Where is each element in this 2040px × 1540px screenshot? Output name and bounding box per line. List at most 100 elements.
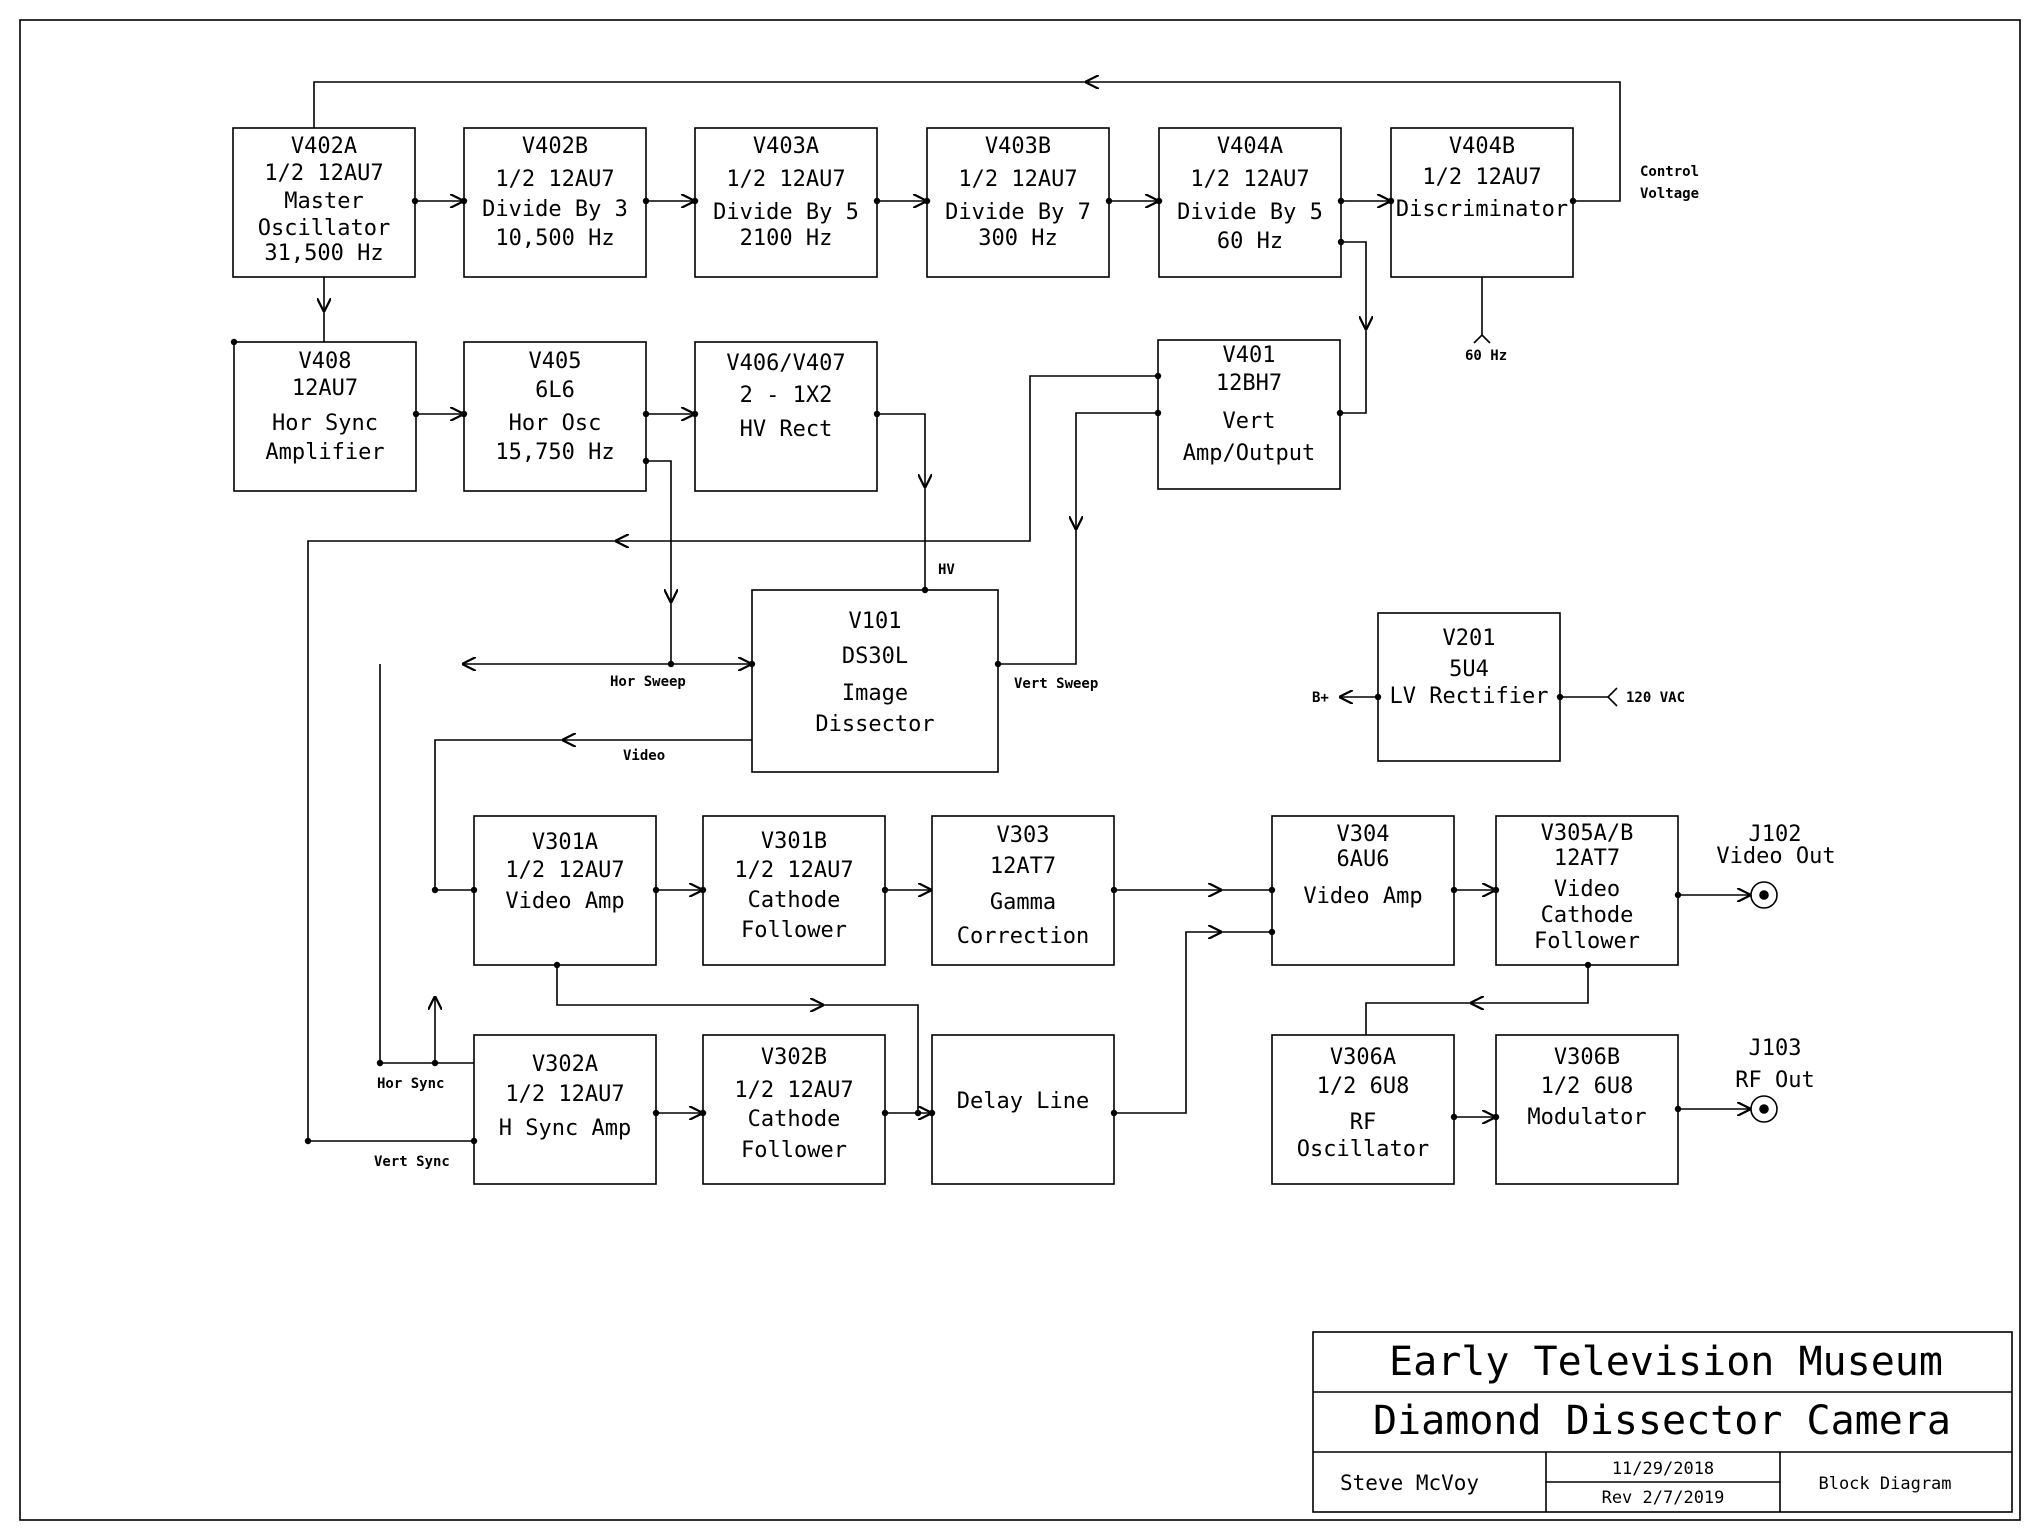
junction-dot-38	[376, 1059, 384, 1067]
block-v403a-line-2: Divide By 5	[713, 200, 859, 225]
block-v306a-line-1: 1/2 6U8	[1317, 1074, 1410, 1099]
block-v306a-line-2: RF	[1350, 1110, 1377, 1135]
block-v302a-line-2: H Sync Amp	[499, 1116, 631, 1141]
hz60-label: 60 Hz	[1465, 348, 1507, 364]
block-v302b-line-1: 1/2 12AU7	[734, 1078, 853, 1103]
block-v404a-line-3: 60 Hz	[1217, 229, 1283, 254]
block-v408-line-1: 12AU7	[292, 376, 358, 401]
wire-36	[824, 1004, 919, 1113]
block-delay: Delay Line	[931, 1034, 1115, 1185]
block-v402a-line-0: V402A	[291, 134, 357, 159]
block-v305-line-2: Video	[1554, 877, 1620, 902]
j102-label: J102	[1749, 822, 1802, 847]
block-v305-line-0: V305A/B	[1541, 821, 1634, 846]
j103-rf-out-label: RF Out	[1735, 1068, 1814, 1093]
wire-22	[615, 375, 1158, 541]
block-v402a-box	[232, 127, 416, 278]
block-v405-line-2: Hor Osc	[509, 411, 602, 436]
block-v301a-line-2: Video Amp	[505, 889, 624, 914]
block-v304-line-1: 6AU6	[1337, 847, 1390, 872]
video-label: Video	[623, 748, 665, 764]
block-v201-line-2: LV Rectifier	[1390, 684, 1549, 709]
wire-15	[877, 413, 925, 488]
title-block	[1312, 1331, 2013, 1513]
block-v403b-line-0: V403B	[985, 134, 1051, 159]
block-v401-line-0: V401	[1223, 343, 1276, 368]
block-v305-line-3: Cathode	[1541, 903, 1634, 928]
block-v101-line-2: Image	[842, 681, 908, 706]
b-plus-label: B+	[1312, 690, 1329, 706]
block-v305-line-1: 12AT7	[1554, 846, 1620, 871]
block-v403b-line-2: Divide By 7	[945, 200, 1091, 225]
block-v406-box	[694, 341, 878, 492]
block-v304-box	[1271, 815, 1455, 966]
junction-dot-44	[914, 1109, 922, 1117]
block-v402b-line-0: V402B	[522, 134, 588, 159]
block-v404b-line-1: 1/2 12AU7	[1422, 165, 1541, 190]
block-v302b-line-2: Cathode	[748, 1107, 841, 1132]
block-v402b-line-1: 1/2 12AU7	[495, 167, 614, 192]
title-date: 11/29/2018	[1612, 1459, 1714, 1479]
block-v305-line-4: Follower	[1534, 929, 1640, 954]
block-v406-line-0: V406/V407	[726, 351, 845, 376]
block-v101-line-0: V101	[849, 609, 902, 634]
wire-47	[1606, 687, 1618, 707]
block-v403b-line-1: 1/2 12AU7	[958, 167, 1077, 192]
wire-8	[1473, 333, 1491, 344]
control-voltage-label-2: Voltage	[1640, 186, 1699, 202]
title-sheet: Block Diagram	[1818, 1474, 1951, 1494]
block-v403a-line-3: 2100 Hz	[740, 226, 833, 251]
block-v408-line-3: Amplifier	[265, 440, 384, 465]
block-v303-line-1: 12AT7	[990, 854, 1056, 879]
hor-sync-label: Hor Sync	[377, 1076, 444, 1092]
block-v402a-line-3: Oscillator	[258, 216, 390, 241]
title-museum: Early Television Museum	[1389, 1339, 1943, 1385]
block-v301a-line-1: 1/2 12AU7	[505, 858, 624, 883]
block-v306b-box	[1495, 1034, 1679, 1185]
title-project: Diamond Dissector Camera	[1373, 1398, 1951, 1444]
wire-9	[1341, 241, 1366, 330]
title-revision: Rev 2/7/2019	[1602, 1488, 1725, 1508]
block-v301a-line-0: V301A	[532, 830, 598, 855]
control-voltage-label: Control	[1640, 164, 1699, 180]
block-v403a-box	[694, 127, 878, 278]
block-v303-line-2: Gamma	[990, 890, 1056, 915]
junction-dot-23	[667, 660, 675, 668]
border	[19, 19, 2021, 1521]
hv-label: HV	[938, 562, 955, 578]
wires	[307, 81, 1751, 1142]
block-v402b-line-3: 10,500 Hz	[495, 226, 614, 251]
block-delay-line-0: Delay Line	[957, 1089, 1089, 1114]
block-v402b-box	[463, 127, 647, 278]
j102-video-out-label: Video Out	[1716, 844, 1835, 869]
block-v405-line-3: 15,750 Hz	[495, 440, 614, 465]
block-v306b-line-0: V306B	[1554, 1045, 1620, 1070]
block-v301a-box	[473, 815, 657, 966]
wire-5	[1085, 82, 1621, 202]
wire-35	[556, 965, 824, 1005]
block-v405-line-1: 6L6	[535, 378, 575, 403]
block-v402a-line-1: 1/2 12AU7	[264, 161, 383, 186]
block-v201-line-1: 5U4	[1449, 657, 1489, 682]
block-v301b-line-2: Cathode	[748, 888, 841, 913]
block-v408-line-0: V408	[299, 349, 352, 374]
j103-label: J103	[1749, 1036, 1802, 1061]
wire-10	[1340, 330, 1367, 414]
block-v402b-line-2: Divide By 3	[482, 197, 628, 222]
wire-6	[313, 81, 1085, 128]
title-author: Steve McVoy	[1340, 1471, 1479, 1495]
block-v201-line-0: V201	[1443, 626, 1496, 651]
block-v402a-line-2: Master	[284, 189, 363, 214]
block-v404b-line-0: V404B	[1449, 134, 1515, 159]
